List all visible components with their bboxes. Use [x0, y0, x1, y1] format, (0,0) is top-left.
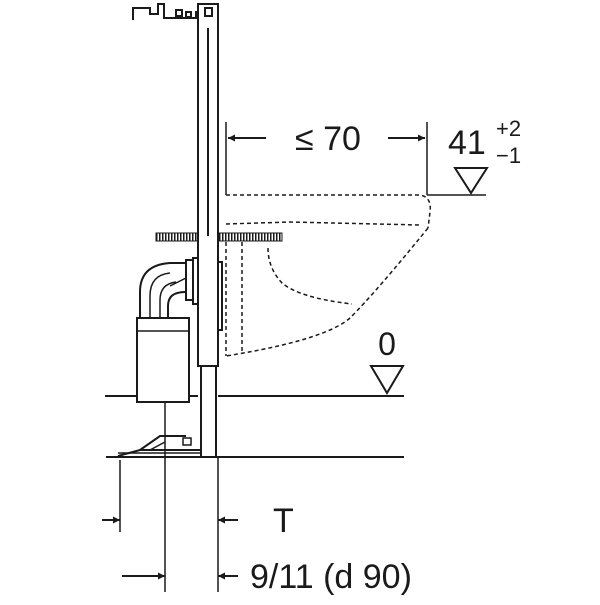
drain-pipe [136, 257, 223, 403]
dim-floor-level: 0 [369, 326, 405, 395]
dim-wall-gap: ≤ 70 [228, 120, 425, 158]
height-tol-minus: −1 [496, 143, 521, 168]
frame-tube [197, 3, 219, 456]
height-value: 41 [448, 124, 486, 162]
threaded-rods [155, 232, 283, 242]
wall-gap-label: ≤ 70 [295, 120, 361, 158]
wc-outline [225, 194, 432, 357]
floor-triangle-icon [369, 365, 405, 395]
pipe-offset-label: 9/11 (d 90) [250, 558, 412, 596]
dim-height: 41 +2 −1 [448, 116, 521, 195]
dim-pipe-offset: 9/11 (d 90) [122, 558, 412, 596]
thickness-label: T [273, 502, 294, 540]
base-foot [117, 435, 200, 457]
level-triangle-icon [453, 167, 489, 195]
dim-thickness: T [102, 502, 294, 540]
extension-lines [119, 122, 486, 592]
floor-lines [105, 395, 404, 458]
height-tol-plus: +2 [496, 116, 521, 141]
top-bracket [132, 3, 200, 20]
floor-level-label: 0 [378, 326, 396, 362]
